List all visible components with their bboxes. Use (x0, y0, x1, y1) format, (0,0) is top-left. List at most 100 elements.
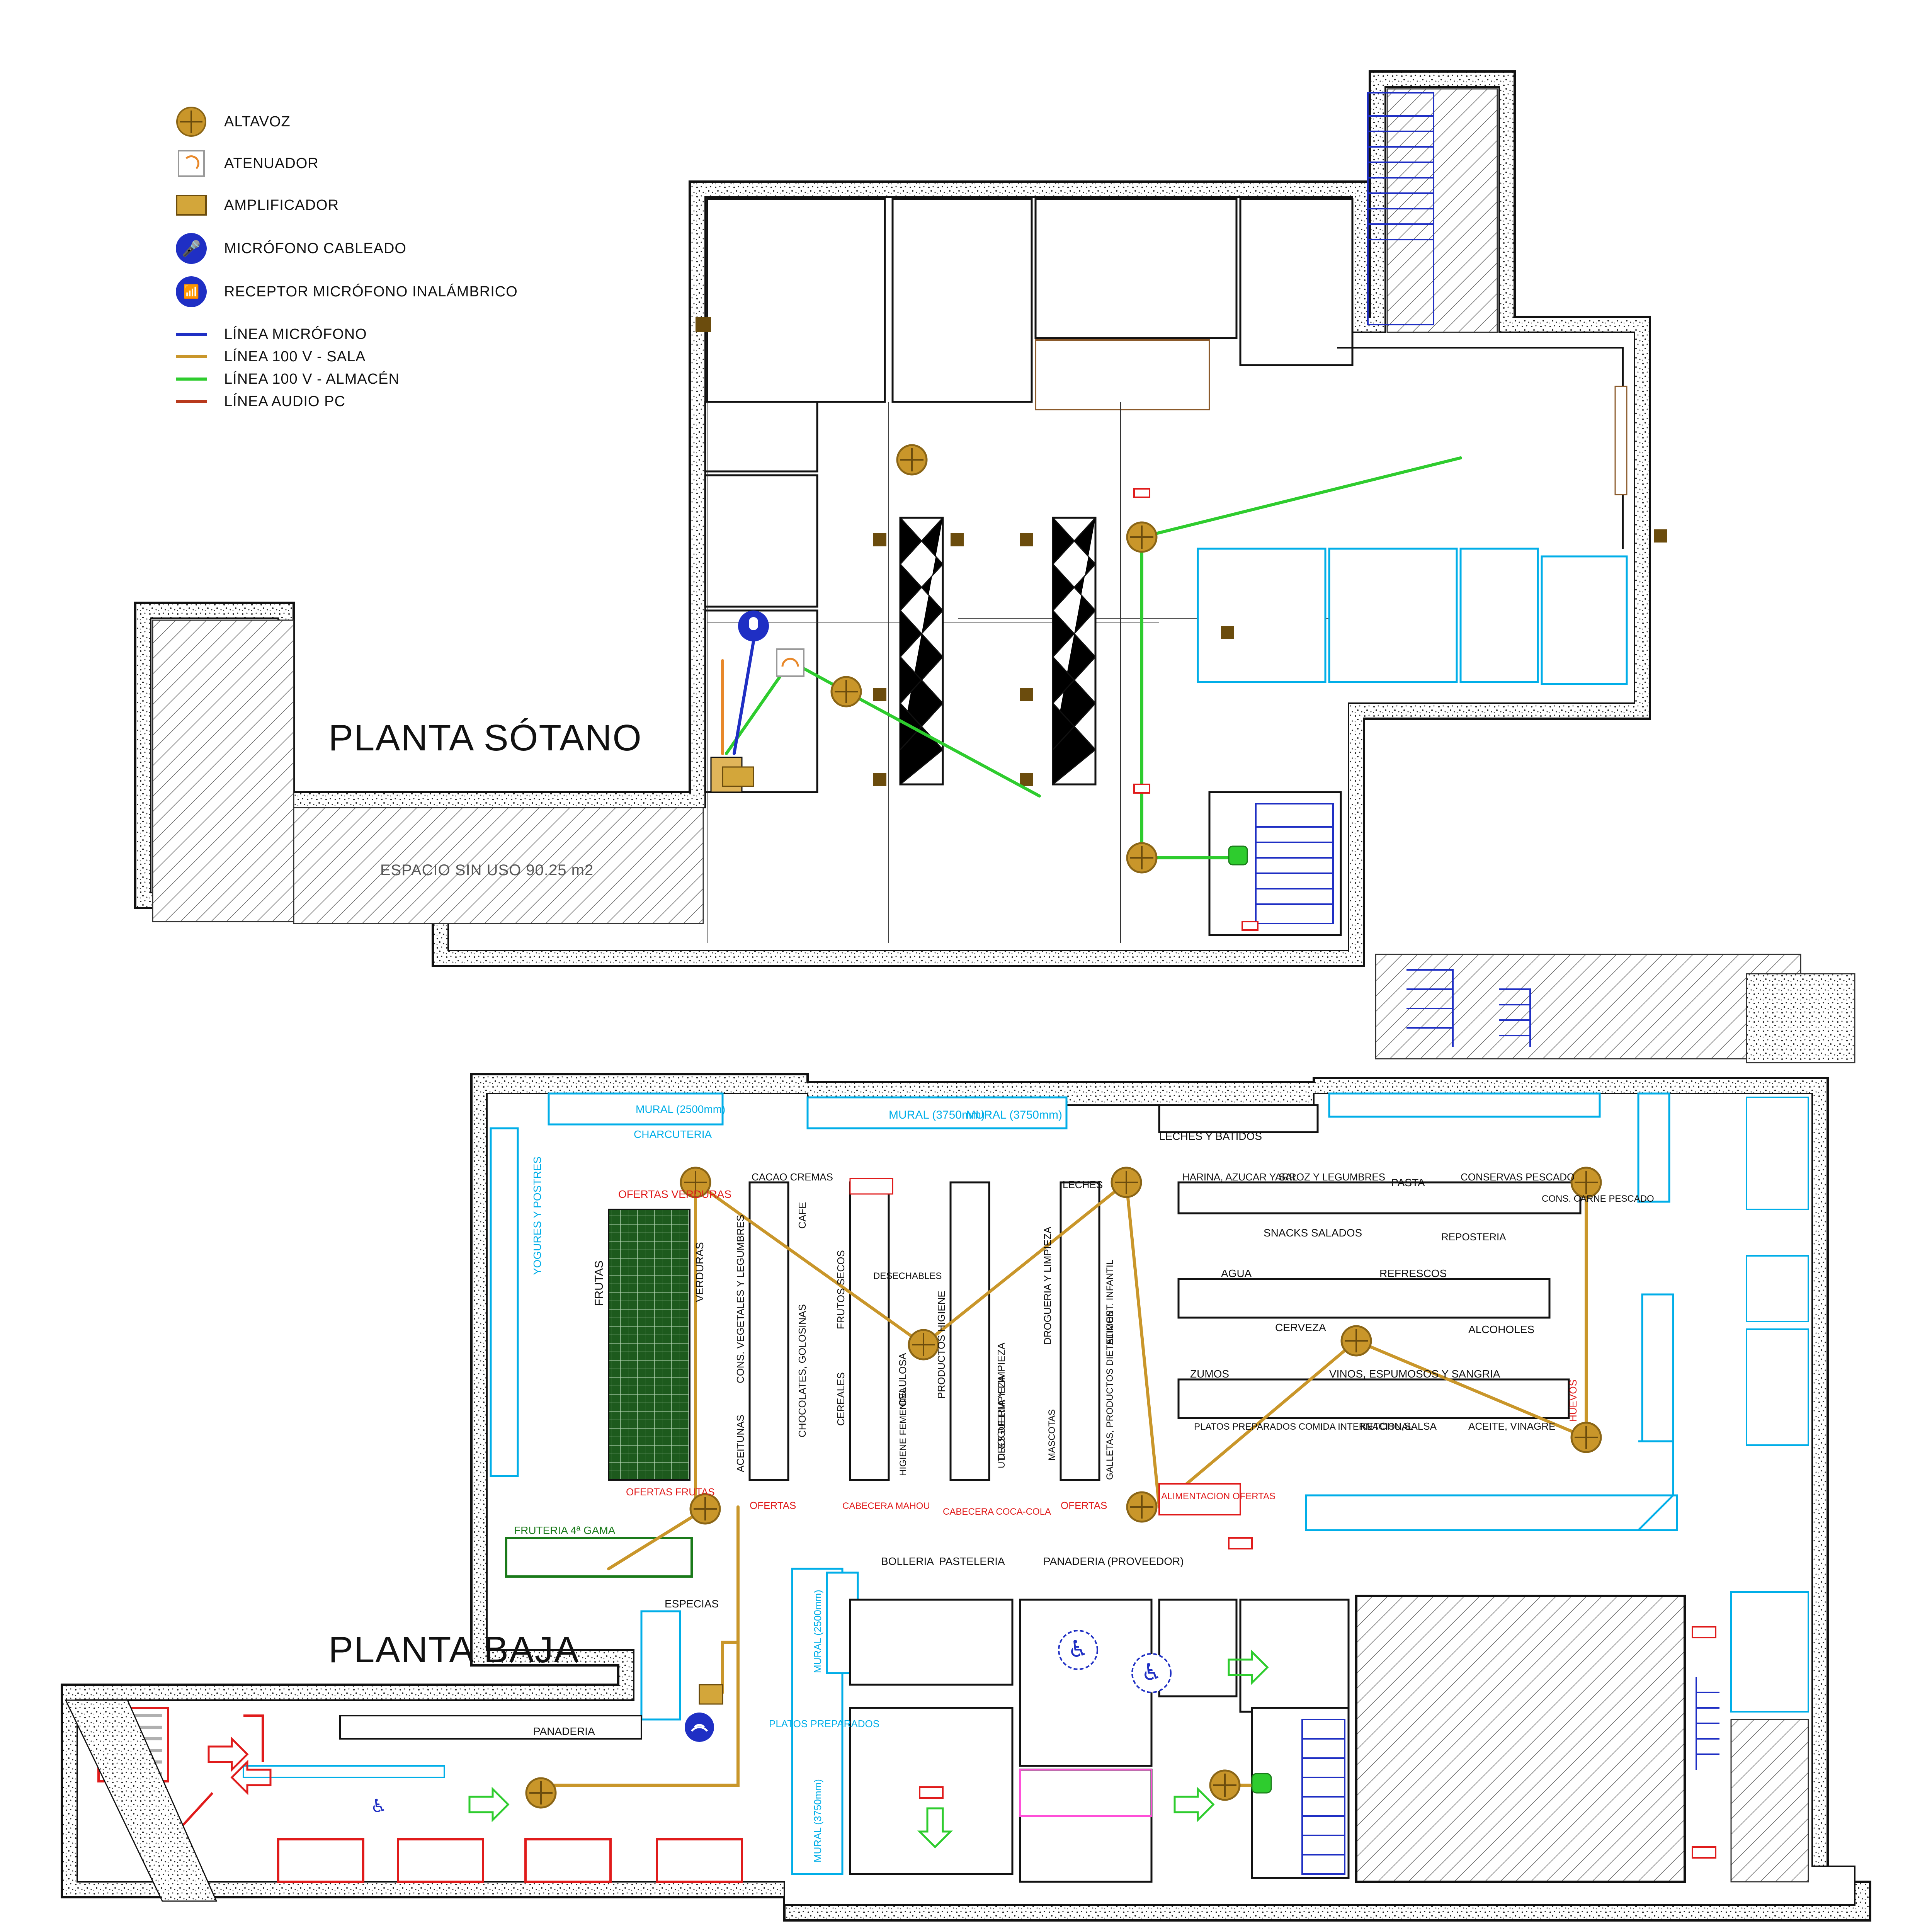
legend-label: RECEPTOR MICRÓFONO INALÁMBRICO (224, 283, 518, 300)
vinos-label: VINOS, ESPUMOSOS Y SANGRIA (1329, 1368, 1500, 1380)
legend-speaker: ALTAVOZ (170, 107, 291, 137)
ketchup-label: KETCHU,SALSA (1360, 1420, 1437, 1432)
huevos-label: HUEVOS (1567, 1379, 1579, 1422)
leches-label: LECHES (1063, 1179, 1103, 1190)
legend-wired-mic: 🎤 MICRÓFONO CABLEADO (170, 233, 406, 264)
alimentacion-ofertas-label: ALIMENTACION OFERTAS (1161, 1491, 1276, 1502)
legend-label: AMPLIFICADOR (224, 197, 339, 213)
legend-wireless-receiver: 📶 RECEPTOR MICRÓFONO INALÁMBRICO (170, 276, 518, 307)
charcuteria-label: CHARCUTERIA (634, 1128, 712, 1140)
legend-attenuator: ATENUADOR (170, 150, 319, 177)
legend-label: ATENUADOR (224, 155, 319, 172)
svg-text:♿: ♿ (1068, 1636, 1088, 1663)
legend-label: LÍNEA MICRÓFONO (224, 326, 367, 342)
ofertas-label-1: OFERTAS (750, 1500, 796, 1511)
speaker-icon (1209, 1769, 1241, 1801)
speaker-icon (1570, 1422, 1602, 1453)
microphone-icon: 🎤 (176, 233, 207, 264)
legend-line-pc: LÍNEA AUDIO PC (170, 388, 345, 415)
cabecera-mahou-label: CABECERA MAHOU (842, 1501, 930, 1511)
speaker-icon (1126, 521, 1158, 553)
higiene-fem-label: HIGIENE FEMENINA (898, 1388, 908, 1476)
unused-space-label: ESPACIO SIN USO 90.25 m2 (380, 862, 594, 879)
speaker-icon (525, 1777, 557, 1809)
carne-label: CONS. CARNE PESCADO (1542, 1194, 1654, 1204)
yogures-label: YOGURES Y POSTRES (531, 1156, 543, 1275)
speaker-layer (525, 444, 1602, 1809)
aceite-label: ACEITE, VINAGRE (1468, 1420, 1555, 1432)
legend-line-mic: LÍNEA MICRÓFONO (170, 321, 367, 348)
mural-2500-label: MURAL (2500mm) (812, 1590, 823, 1673)
speaker-icon (176, 107, 206, 137)
ofertas-label-2: OFERTAS (1061, 1500, 1107, 1511)
cons-vegetales-label: CONS. VEGETALES Y LEGUMBRES (735, 1215, 746, 1383)
line-swatch (176, 400, 207, 403)
arroz-label: ARROZ Y LEGUMBRES (1275, 1171, 1385, 1183)
speaker-icon (1111, 1167, 1142, 1198)
frutos-secos-label: FRUTOS SECOS (835, 1250, 847, 1329)
frutas-label: FRUTAS (593, 1260, 605, 1306)
conservas-label: CONSERVAS PESCADO (1461, 1171, 1575, 1183)
legend-amplifier: AMPLIFICADOR (170, 192, 339, 219)
platos-label: PLATOS PREPARADOS COMIDA INTERNACIONAL (1194, 1422, 1413, 1432)
zumos-label: ZUMOS (1190, 1368, 1229, 1380)
mural-3750-label: MURAL (3750mm) (812, 1779, 823, 1862)
ofertas-verduras-label: OFERTAS VERDURAS (618, 1188, 731, 1200)
pasta-label: PASTA (1391, 1177, 1425, 1189)
platos-prep-label: PLATOS PREPARADOS (769, 1718, 879, 1730)
refrescos-label: REFRESCOS (1379, 1267, 1447, 1279)
basement-title: PLANTA SÓTANO (328, 717, 642, 759)
speaker-icon (680, 1167, 711, 1198)
speaker-icon (1126, 1491, 1158, 1523)
amplifier-icon (176, 195, 207, 216)
alim-infantil-label: ALIMENT. INFANTIL (1105, 1260, 1115, 1345)
mural-charcuteria-1: MURAL (3750mm) (889, 1109, 985, 1121)
ground-title: PLANTA BAJA (328, 1629, 580, 1670)
ground-plan: ♿ ♿ ♿ (61, 954, 1871, 1922)
speaker-icon (908, 1329, 939, 1361)
drogueria-label-1: DROGUERIA Y LIMPIEZA (995, 1342, 1007, 1461)
speaker-icon (1570, 1167, 1602, 1198)
legend-label: LÍNEA AUDIO PC (224, 393, 345, 410)
drogueria-label-2: DROGUERIA Y LIMPIEZA (1042, 1226, 1053, 1345)
speaker-icon (1340, 1325, 1372, 1357)
bolleria-label: BOLLERIA (881, 1555, 934, 1567)
alcoholes-label: ALCOHOLES (1468, 1323, 1534, 1335)
harina-label: HARINA, AZUCAR Y SAL (1182, 1171, 1298, 1183)
galletas-label: GALLETAS, PRODUCTOS DIETETICOS (1105, 1310, 1115, 1480)
cacao-label: CACAO CREMAS (752, 1171, 833, 1183)
legend-line-almacen: LÍNEA 100 V - ALMACÉN (170, 366, 400, 393)
line-swatch (176, 355, 207, 358)
legend-label: LÍNEA 100 V - ALMACÉN (224, 371, 400, 387)
cerveza-label: CERVEZA (1275, 1321, 1326, 1333)
snacks-label: SNACKS SALADOS (1264, 1227, 1362, 1239)
speaker-icon (830, 676, 862, 707)
basement-plan (134, 70, 1667, 967)
speaker-icon (896, 444, 928, 476)
chocolates-label: CHOCOLATES, GOLOSINAS (796, 1304, 808, 1437)
verduras-label: VERDURAS (694, 1242, 706, 1302)
mascotas-label: MASCOTAS (1047, 1409, 1057, 1461)
fruteria-label: FRUTERIA 4ª GAMA (514, 1524, 616, 1536)
panaderia-prov-label: PANADERIA (PROVEEDOR) (1043, 1555, 1184, 1567)
svg-text:♿: ♿ (370, 1795, 387, 1817)
cereales-label: CEREALES (835, 1372, 847, 1426)
wifi-icon: 📶 (176, 276, 207, 307)
productos-higiene-label: PRODUCTOS HIGIENE (935, 1291, 947, 1399)
aceitunas-label: ACEITUNAS (735, 1415, 746, 1472)
ofertas-frutas-label: OFERTAS FRUTAS (626, 1486, 715, 1498)
panaderia-label: PANADERIA (533, 1725, 595, 1737)
mural-charcuteria-2: MURAL (3750mm) (966, 1109, 1062, 1121)
line-swatch (176, 378, 207, 381)
legend-label: ALTAVOZ (224, 113, 291, 130)
mural-top-left: MURAL (2500mm) (636, 1103, 725, 1115)
utiles-label: UTILES DE LIMPIEZA (997, 1376, 1007, 1468)
agua-label: AGUA (1221, 1267, 1252, 1279)
especias-label: ESPECIAS (665, 1598, 719, 1610)
cafe-label: CAFE (796, 1202, 808, 1229)
celulosa-label: CELULOSA (897, 1353, 908, 1406)
svg-text:♿: ♿ (1141, 1659, 1162, 1686)
legend-label: LÍNEA 100 V - SALA (224, 348, 366, 365)
reposteria-label: REPOSTERIA (1441, 1231, 1506, 1243)
